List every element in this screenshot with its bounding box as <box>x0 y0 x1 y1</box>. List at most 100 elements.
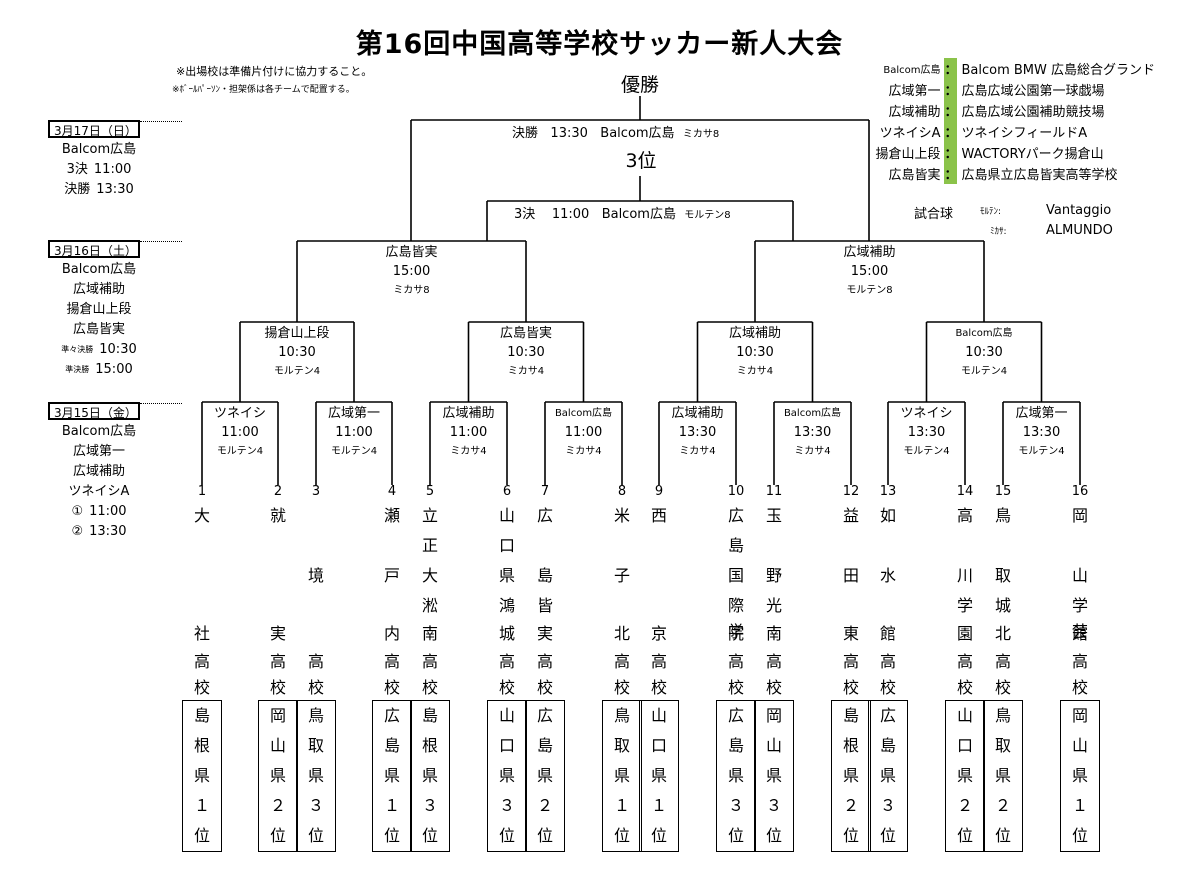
prefecture-seed-char: 根 <box>842 736 859 755</box>
prefecture-seed-char: 県 <box>383 766 400 785</box>
quarter-match-ball: ミカサ4 <box>736 366 774 377</box>
day-round: ② <box>71 524 84 539</box>
team-name-char: 高 <box>383 652 400 671</box>
team-number: 9 <box>654 484 664 499</box>
round1-match-venue: ツネイシ <box>900 406 953 421</box>
day-time: 10:30 <box>99 342 137 357</box>
day-venue: 広域補助 <box>72 282 125 297</box>
prefecture-seed-char: 島 <box>193 706 210 725</box>
team-name-char: 野 <box>765 566 782 585</box>
prefecture-seed-char: 県 <box>498 766 515 785</box>
third-place-venue: Balcom広島 <box>601 207 676 222</box>
team-name-char: 北 <box>613 624 630 643</box>
prefecture-seed-char: 県 <box>842 766 859 785</box>
prefecture-seed-char: 県 <box>269 766 286 785</box>
team-name-char: 東 <box>842 624 859 643</box>
venue-row: 揚倉山上段：WACTORYパーク揚倉山 <box>871 142 1159 163</box>
day-date: 3月17日（日） <box>48 120 140 138</box>
semi-match-ball: ミカサ8 <box>393 285 430 296</box>
prefecture-seed-char: 位 <box>498 826 515 845</box>
prefecture-seed-char: 広 <box>879 706 896 725</box>
prefecture-seed-char: ２ <box>994 796 1011 815</box>
team-name-char: 校 <box>956 678 973 697</box>
venue-separator: ： <box>944 163 958 184</box>
team-name-char: 南 <box>421 624 438 643</box>
team-name-char: 校 <box>307 678 324 697</box>
day-time: 11:00 <box>89 504 127 519</box>
team-name-char: 取 <box>994 566 1011 585</box>
venue-short: Balcom広島 <box>883 65 941 76</box>
prefecture-seed-char: 県 <box>765 766 782 785</box>
team-name-char: 南 <box>765 624 782 643</box>
day-time: 13:30 <box>89 524 127 539</box>
venue-short: 広域第一 <box>888 84 941 99</box>
day-venue: 広域補助 <box>72 464 125 479</box>
team-number: 10 <box>727 484 745 499</box>
team-name-char: 校 <box>536 678 553 697</box>
round1-match-venue: 広域第一 <box>327 406 380 421</box>
prefecture-seed-char: 山 <box>1071 736 1088 755</box>
match-ball-brand-molten: ﾓﾙﾃﾝ: <box>980 207 1002 217</box>
prefecture-seed-char: 取 <box>994 736 1011 755</box>
team-name-char: 岡 <box>1071 506 1088 525</box>
venue-row: ツネイシA：ツネイシフィールドA <box>871 121 1159 142</box>
team-number: 13 <box>879 484 897 499</box>
prefecture-seed-char: ３ <box>307 796 324 815</box>
match-ball-model-molten: Vantaggio <box>1046 203 1112 218</box>
team-number: 16 <box>1071 484 1089 499</box>
prefecture-seed-char: 県 <box>727 766 744 785</box>
team-name-char: 山 <box>1071 566 1088 585</box>
team-name-char: 院 <box>727 624 744 643</box>
team-name-char: 校 <box>879 678 896 697</box>
team-name-char: 校 <box>650 678 667 697</box>
round1-match-ball: モルテン4 <box>903 446 950 457</box>
team-name-char: 際 <box>727 596 744 615</box>
day-date: 3月15日（金） <box>48 402 140 420</box>
quarter-match-ball: モルテン4 <box>273 366 321 377</box>
team-name-char: 高 <box>1071 652 1088 671</box>
team-name-char: 山 <box>498 506 515 525</box>
team-name-char: 校 <box>193 678 210 697</box>
team-name-char: 学 <box>727 622 744 641</box>
prefecture-seed-char: 県 <box>994 766 1011 785</box>
team-name-char: 高 <box>269 652 286 671</box>
prefecture-seed-char: 島 <box>421 706 438 725</box>
prefecture-seed-char: ２ <box>536 796 553 815</box>
team-name-char: 立 <box>421 506 438 525</box>
round1-match-ball: モルテン4 <box>216 446 264 457</box>
team-name-char: 実 <box>536 624 553 643</box>
team-name-char: 城 <box>994 596 1011 615</box>
team-name-char: 就 <box>269 506 286 525</box>
prefecture-seed-char: 岡 <box>765 706 782 725</box>
team-name-char: 高 <box>765 652 782 671</box>
team-name-char: 芸 <box>1071 622 1088 641</box>
team-name-char: 水 <box>879 566 896 585</box>
prefecture-seed-char: 県 <box>879 766 896 785</box>
venue-short: 揚倉山上段 <box>875 147 941 162</box>
prefecture-seed-char: 山 <box>650 706 667 725</box>
team-name-char: 京 <box>650 624 667 643</box>
team-number: 8 <box>617 484 627 499</box>
final-time: 13:30 <box>550 126 588 141</box>
third-label: 3位 <box>625 150 657 172</box>
quarter-match-ball: ミカサ4 <box>507 366 545 377</box>
prefecture-seed-char: 鳥 <box>994 706 1011 725</box>
day-venue: Balcom広島 <box>61 262 137 277</box>
team-name-char: 島 <box>727 536 744 555</box>
team-name-char: 瀬 <box>383 506 400 525</box>
team-name-char: 校 <box>421 678 438 697</box>
page-title: 第16回中国高等学校サッカー新人大会 <box>355 29 844 60</box>
prefecture-seed-char: 位 <box>727 826 744 845</box>
prefecture-seed-char: 取 <box>307 736 324 755</box>
